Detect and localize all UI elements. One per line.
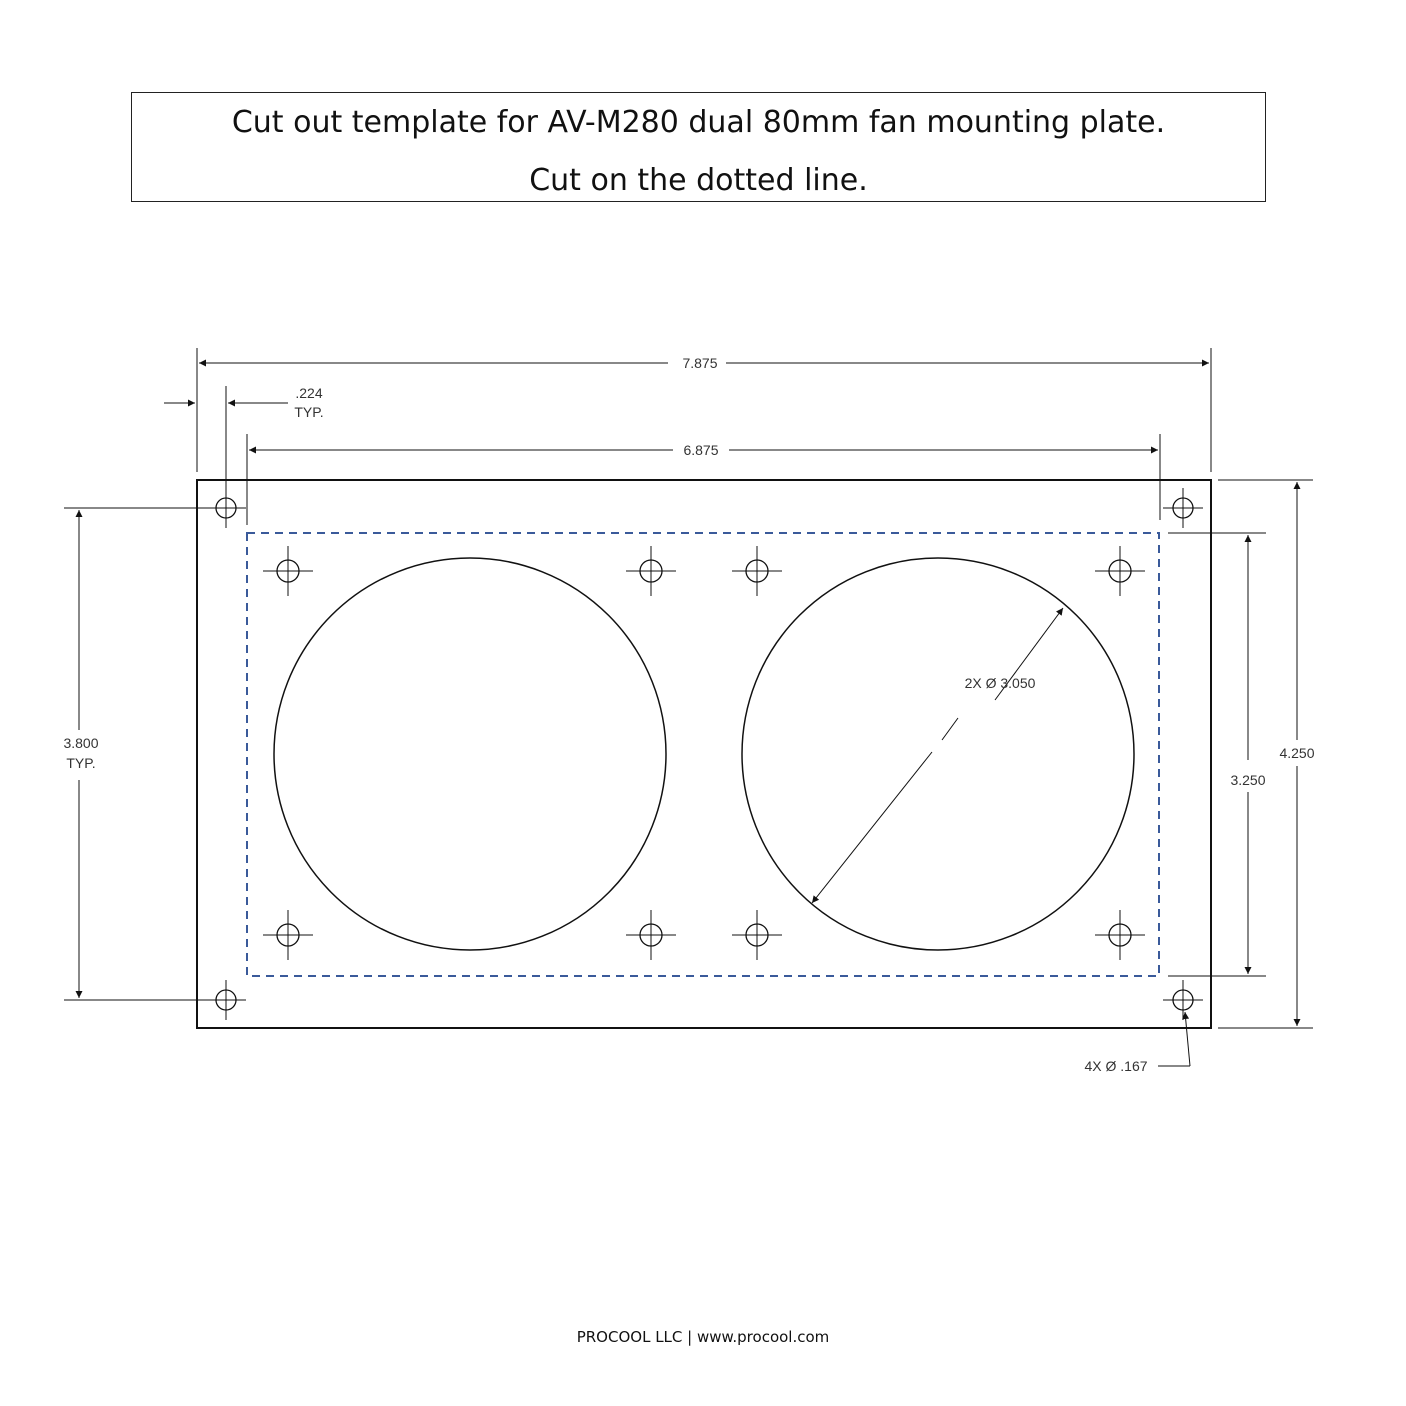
dimension-cutout-height [1168, 532, 1266, 977]
edge-offset-note: TYP. [294, 404, 323, 420]
hole-spacing-height-label: 3.800 [63, 735, 98, 751]
cutout-height-label: 3.250 [1230, 772, 1265, 788]
plate-outline [196, 479, 1212, 1029]
dimension-overall-width [196, 348, 1212, 472]
dimension-hole-spacing-width [246, 434, 1161, 525]
corner-hole-bottom-right [1163, 980, 1203, 1020]
overall-width-label: 7.875 [682, 355, 717, 371]
corner-hole-top-right [1163, 488, 1203, 528]
fan-hole [732, 546, 782, 596]
fan-hole [626, 546, 676, 596]
fan-hole [1095, 910, 1145, 960]
hole-spacing-width-label: 6.875 [683, 442, 718, 458]
fan-hole [732, 910, 782, 960]
corner-hole-bottom-left [206, 980, 246, 1020]
edge-offset-label: .224 [295, 385, 322, 401]
cut-line [246, 532, 1160, 977]
dimension-hole-diameter [1158, 1011, 1191, 1067]
dimension-edge-offset [164, 386, 288, 498]
title-box: Cut out template for AV-M280 dual 80mm f… [131, 92, 1266, 202]
fan-hole [263, 910, 313, 960]
overall-height-label: 4.250 [1279, 745, 1314, 761]
fan-hole [263, 546, 313, 596]
fan-opening-right [741, 557, 1135, 951]
footer: PROCOOL LLC | www.procool.com [576, 1328, 830, 1346]
hole-diameter-label: 4X Ø .167 [1084, 1058, 1147, 1074]
dimension-hole-spacing-height [64, 507, 210, 1001]
fan-hole [1095, 546, 1145, 596]
title-line-2: Cut on the dotted line. [529, 163, 868, 198]
fan-diameter-label: 2X Ø 3.050 [965, 675, 1036, 691]
dimension-overall-height [1218, 479, 1313, 1029]
dimension-fan-diameter [811, 607, 1064, 904]
hole-spacing-height-note: TYP. [66, 755, 95, 771]
title-line-1: Cut out template for AV-M280 dual 80mm f… [231, 105, 1166, 140]
fan-opening-left [273, 557, 667, 951]
fan-hole [626, 910, 676, 960]
